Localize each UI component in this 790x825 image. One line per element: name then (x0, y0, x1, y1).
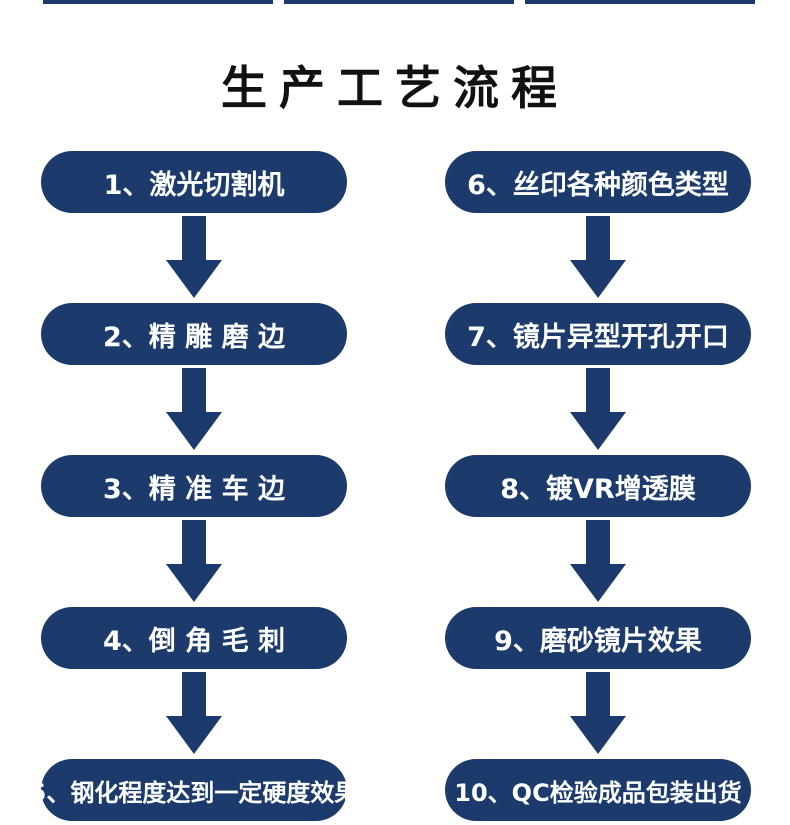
top-bar-right (525, 0, 755, 4)
down-arrow-icon (164, 216, 224, 300)
step-8: 8、镀VR增透膜 (445, 455, 751, 517)
step-9: 9、磨砂镜片效果 (445, 607, 751, 669)
step-4: 4、倒 角 毛 刺 (41, 607, 347, 669)
down-arrow-icon (164, 520, 224, 604)
down-arrow-icon (568, 520, 628, 604)
step-2: 2、精 雕 磨 边 (41, 303, 347, 365)
top-bar-left (43, 0, 273, 4)
page-title: 生产工艺流程 (221, 61, 569, 115)
down-arrow-icon (164, 368, 224, 452)
step-7: 7、镜片异型开孔开口 (445, 303, 751, 365)
step-5: 5、钢化程度达到一定硬度效果 (30, 759, 358, 821)
down-arrow-icon (568, 216, 628, 300)
step-3: 3、精 准 车 边 (41, 455, 347, 517)
top-bar-middle (284, 0, 514, 4)
step-10: 10、QC检验成品包装出货 (445, 759, 751, 821)
step-6: 6、丝印各种颜色类型 (445, 151, 751, 213)
step-1: 1、激光切割机 (41, 151, 347, 213)
down-arrow-icon (568, 672, 628, 756)
down-arrow-icon (568, 368, 628, 452)
down-arrow-icon (164, 672, 224, 756)
